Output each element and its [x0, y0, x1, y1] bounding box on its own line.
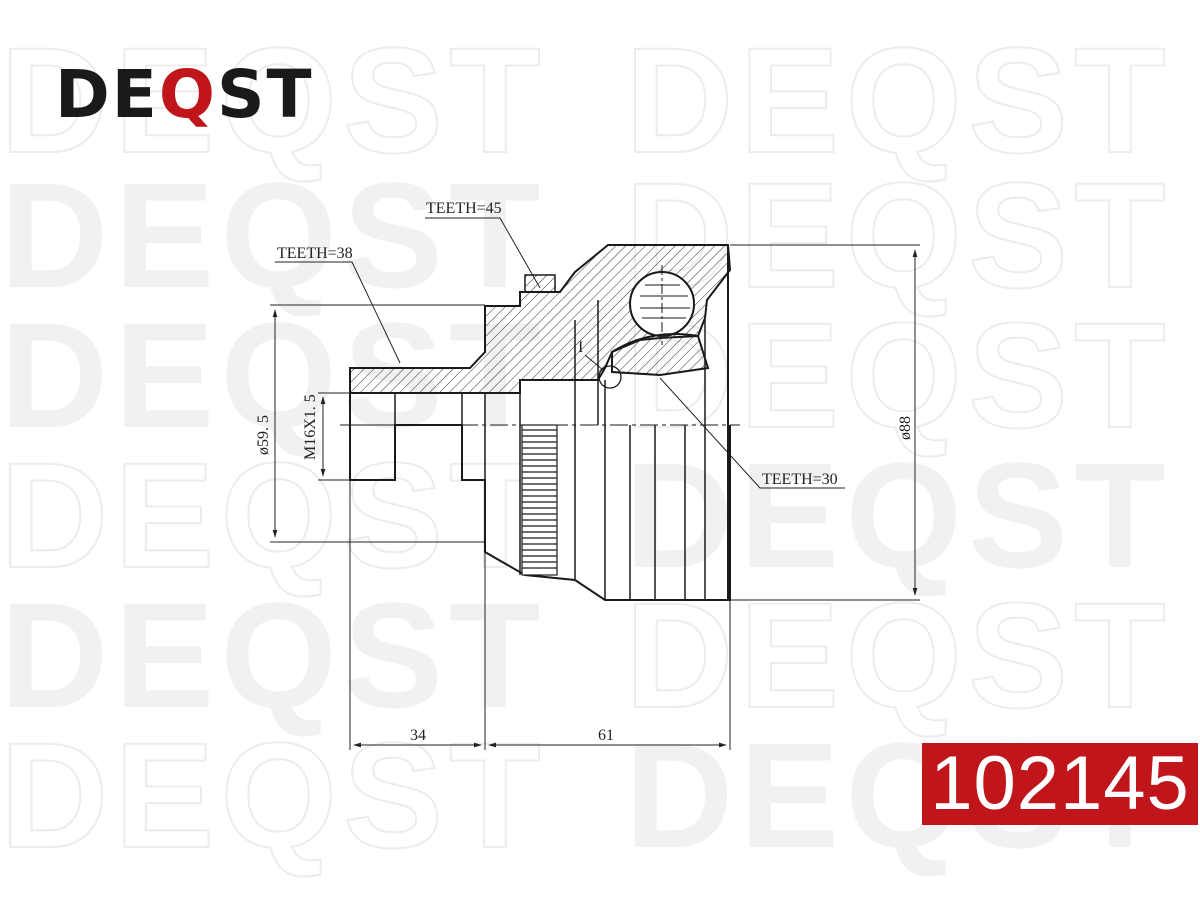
dim-shaft-length-label: 34 [410, 727, 426, 744]
cv-joint-section [340, 244, 740, 601]
part-number-badge: 102145 [922, 743, 1198, 825]
callout-teeth-outer: TEETH=45 [426, 200, 502, 217]
housing-section-hatch [349, 244, 732, 394]
watermark-text: DEQST [625, 431, 1172, 599]
watermark-text: DEQST [0, 571, 547, 739]
brand-logo-highlight: Q [158, 56, 217, 133]
brand-logo: DEQST [55, 62, 314, 128]
tooth-window [524, 274, 556, 293]
dim-thread-label: M16X1. 5 [302, 394, 319, 460]
watermark-text: DEQST [624, 571, 1172, 739]
leader-teeth-outer [425, 217, 541, 289]
detail-circle [598, 365, 622, 389]
brand-logo-suffix: ST [216, 56, 314, 133]
watermark-text: DEQST [624, 291, 1172, 459]
dimension-lines [270, 217, 920, 750]
watermark-text: DEQST [624, 16, 1172, 184]
leader-teeth-inner [659, 377, 845, 489]
watermark-text: DEQST [0, 16, 547, 184]
abs-ring-teeth [521, 424, 558, 576]
leader-detail [584, 354, 604, 371]
detail-mark-label: I [578, 339, 583, 356]
inner-race [611, 333, 710, 377]
dim-right-diameter-label: ø88 [897, 416, 914, 440]
leader-teeth-shaft [275, 261, 401, 364]
brand-logo-prefix: DE [55, 56, 159, 133]
callout-teeth-inner: TEETH=30 [762, 471, 838, 488]
watermark-text: DEQST [0, 151, 547, 319]
dim-body-length-label: 61 [598, 727, 614, 744]
watermark-text: DEQST [0, 431, 547, 599]
callout-teeth-shaft: TEETH=38 [277, 245, 353, 262]
dim-left-diameter-label: ø59. 5 [255, 415, 272, 455]
